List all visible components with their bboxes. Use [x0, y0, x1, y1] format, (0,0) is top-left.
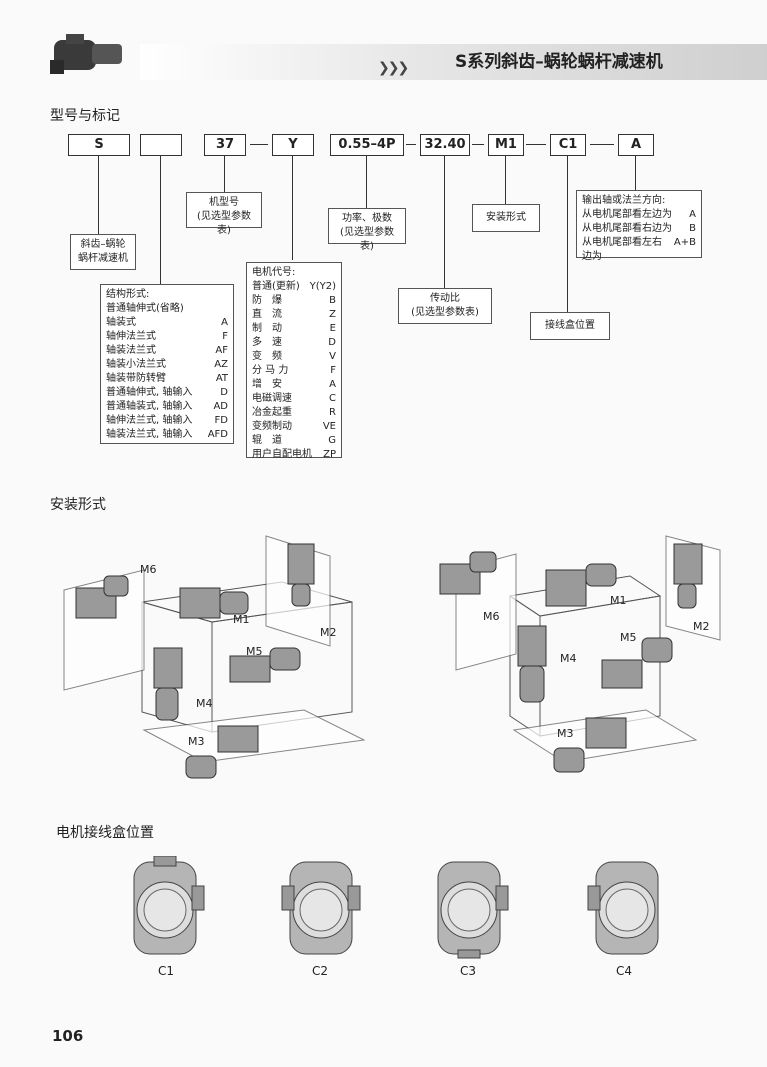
mount-label-m5-right: M5 [620, 631, 637, 644]
dash [406, 144, 416, 145]
label-box-mounting: 安装形式 [472, 204, 540, 232]
code-size: 37 [204, 134, 246, 156]
mount-label-m1-right: M1 [610, 594, 627, 607]
dash [526, 144, 546, 145]
mount-label-m3-left: M3 [188, 735, 205, 748]
mounting-diagram-right [439, 535, 721, 773]
junction-label-c1: C1 [157, 964, 174, 978]
mount-label-m2-left: M2 [320, 626, 337, 639]
dash [250, 144, 268, 145]
connector-line [505, 156, 506, 204]
junction-label-c3: C3 [459, 964, 476, 978]
section-title-model: 型号与标记 [50, 108, 120, 124]
mount-label-m5-left: M5 [246, 645, 263, 658]
label-box-ratio: 传动比 (见选型参数表) [398, 288, 492, 324]
label-box-power: 功率、极数 (见选型参数表) [328, 208, 406, 252]
connector-line [224, 156, 225, 192]
dash [472, 144, 484, 145]
connector-line [635, 156, 636, 190]
mount-label-m4-right: M4 [560, 652, 577, 665]
label-box-type: 斜齿–蜗轮 蜗杆减速机 [70, 234, 136, 270]
page-number: 106 [52, 1027, 84, 1045]
mounting-diagram-left [63, 535, 366, 779]
connector-line [98, 156, 99, 234]
label-box-size: 机型号 (见选型参数表) [186, 192, 262, 236]
header-bar [140, 44, 767, 80]
junction-diagram-c4 [587, 861, 659, 955]
junction-diagram-c3 [437, 861, 509, 959]
section-title-junction: 电机接线盒位置 [56, 825, 154, 841]
page-title: S系列斜齿–蜗轮蜗杆减速机 [455, 52, 663, 72]
junction-diagram-c2 [281, 861, 361, 955]
connector-line [567, 156, 568, 312]
code-series: S [68, 134, 130, 156]
code-structure [140, 134, 182, 156]
code-power: 0.55–4P [330, 134, 404, 156]
junction-label-c2: C2 [311, 964, 328, 978]
mount-label-m4-left: M4 [196, 697, 213, 710]
mount-label-m6-right: M6 [483, 610, 500, 623]
connector-line [366, 156, 367, 208]
junction-diagram-c1 [133, 856, 205, 955]
code-motor: Y [272, 134, 314, 156]
mount-label-m2-right: M2 [693, 620, 710, 633]
mount-label-m1-left: M1 [233, 613, 250, 626]
connector-line [292, 156, 293, 260]
connector-line [160, 156, 161, 284]
mount-label-m6-left: M6 [140, 563, 157, 576]
code-output: A [618, 134, 654, 156]
code-junction: C1 [550, 134, 586, 156]
code-ratio: 32.40 [420, 134, 470, 156]
junction-label-c4: C4 [615, 964, 632, 978]
label-box-junction: 接线盒位置 [530, 312, 610, 340]
dash [590, 144, 614, 145]
mount-label-m3-right: M3 [557, 727, 574, 740]
header-product-image [46, 30, 126, 78]
code-mounting: M1 [488, 134, 524, 156]
connector-line [444, 156, 445, 288]
section-title-mounting: 安装形式 [50, 497, 106, 513]
chevron-icon: ❯❯❯ [378, 60, 409, 76]
